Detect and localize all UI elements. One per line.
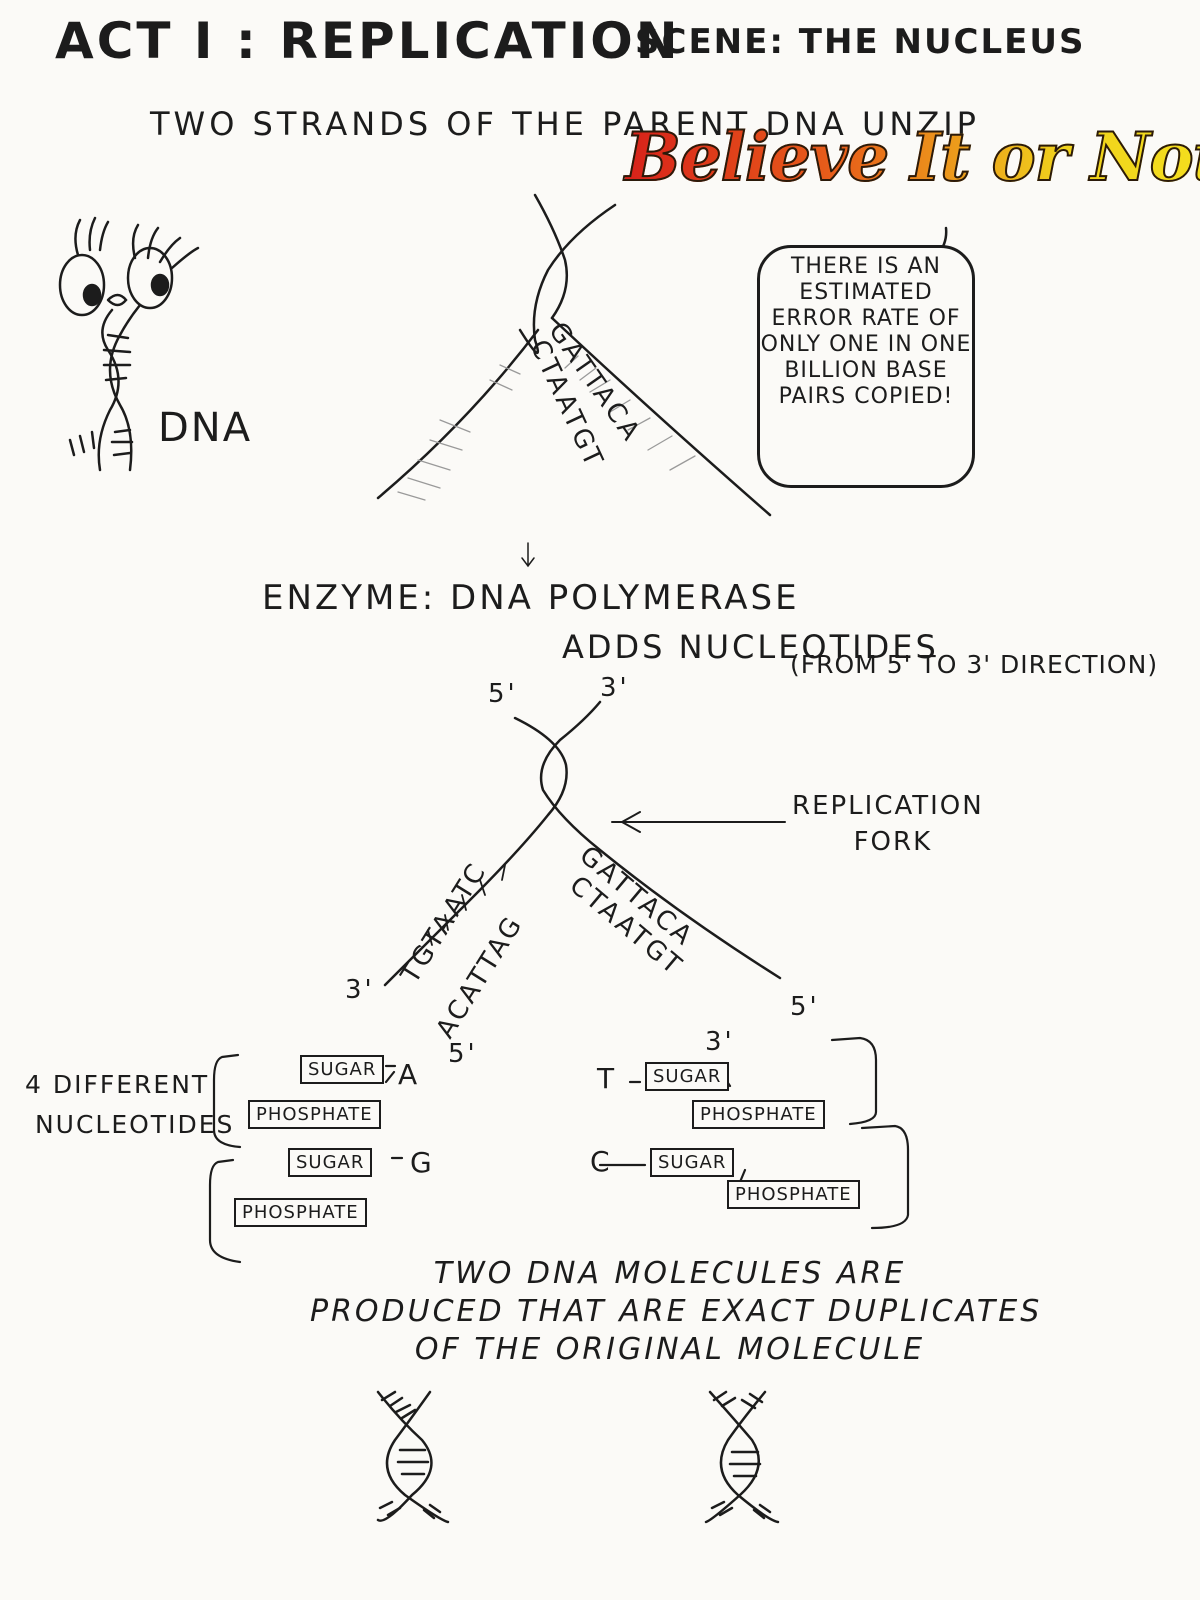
top-fork-diagram — [376, 193, 772, 517]
fork-top-left-end: 5' — [488, 679, 518, 709]
enzyme-action: ADDS NUCLEOTIDES — [562, 628, 939, 666]
fork-right-new-end: 3' — [705, 1027, 735, 1057]
base-c: C — [590, 1145, 610, 1178]
replication-fork-label: REPLICATION FORK — [792, 791, 984, 857]
sugar-box-t: SUGAR — [645, 1062, 730, 1091]
error-rate-fact: THERE IS AN ESTIMATED ERROR RATE OF ONLY… — [760, 254, 972, 409]
scene-label: SCENE: THE NUCLEUS — [635, 22, 1086, 62]
believe-it-or-not-banner: Believe It or Not! — [624, 117, 1200, 197]
phosphate-box-c: PHOSPHATE — [727, 1180, 860, 1209]
sugar-box-c: SUGAR — [650, 1148, 735, 1177]
conclusion-text: TWO DNA MOLECULES ARE PRODUCED THAT ARE … — [310, 1256, 1043, 1367]
base-g: G — [410, 1146, 432, 1179]
base-a: A — [398, 1058, 418, 1091]
fork-top-right-end: 3' — [600, 673, 630, 703]
phosphate-box-t: PHOSPHATE — [692, 1100, 825, 1129]
enzyme-label: ENZYME: DNA POLYMERASE — [262, 578, 800, 618]
replication-fork-diagram — [383, 700, 786, 987]
dna-character-label: DNA — [158, 405, 253, 451]
down-arrow-icon — [521, 542, 535, 568]
dna-character — [58, 216, 200, 472]
nucleotides-label: 4 DIFFERENT NUCLEOTIDES — [25, 1070, 235, 1139]
fork-right-end: 5' — [790, 992, 820, 1022]
dna-molecule-left — [376, 1390, 450, 1524]
sugar-box-a: SUGAR — [300, 1055, 385, 1084]
dna-molecule-right — [704, 1390, 780, 1524]
fork-left-new-end: 5' — [448, 1039, 478, 1069]
fork-left-end: 3' — [345, 975, 375, 1005]
base-t: T — [597, 1062, 615, 1095]
phosphate-box-a: PHOSPHATE — [248, 1100, 381, 1129]
unzip-caption: TWO STRANDS OF THE PARENT DNA UNZIP — [150, 105, 980, 143]
speech-bubble: THERE IS AN ESTIMATED ERROR RATE OF ONLY… — [757, 245, 975, 488]
direction-note: (FROM 5' TO 3' DIRECTION) — [790, 650, 1159, 679]
sugar-box-g: SUGAR — [288, 1148, 373, 1177]
page-title: ACT I : REPLICATION — [55, 12, 681, 70]
phosphate-box-g: PHOSPHATE — [234, 1198, 367, 1227]
